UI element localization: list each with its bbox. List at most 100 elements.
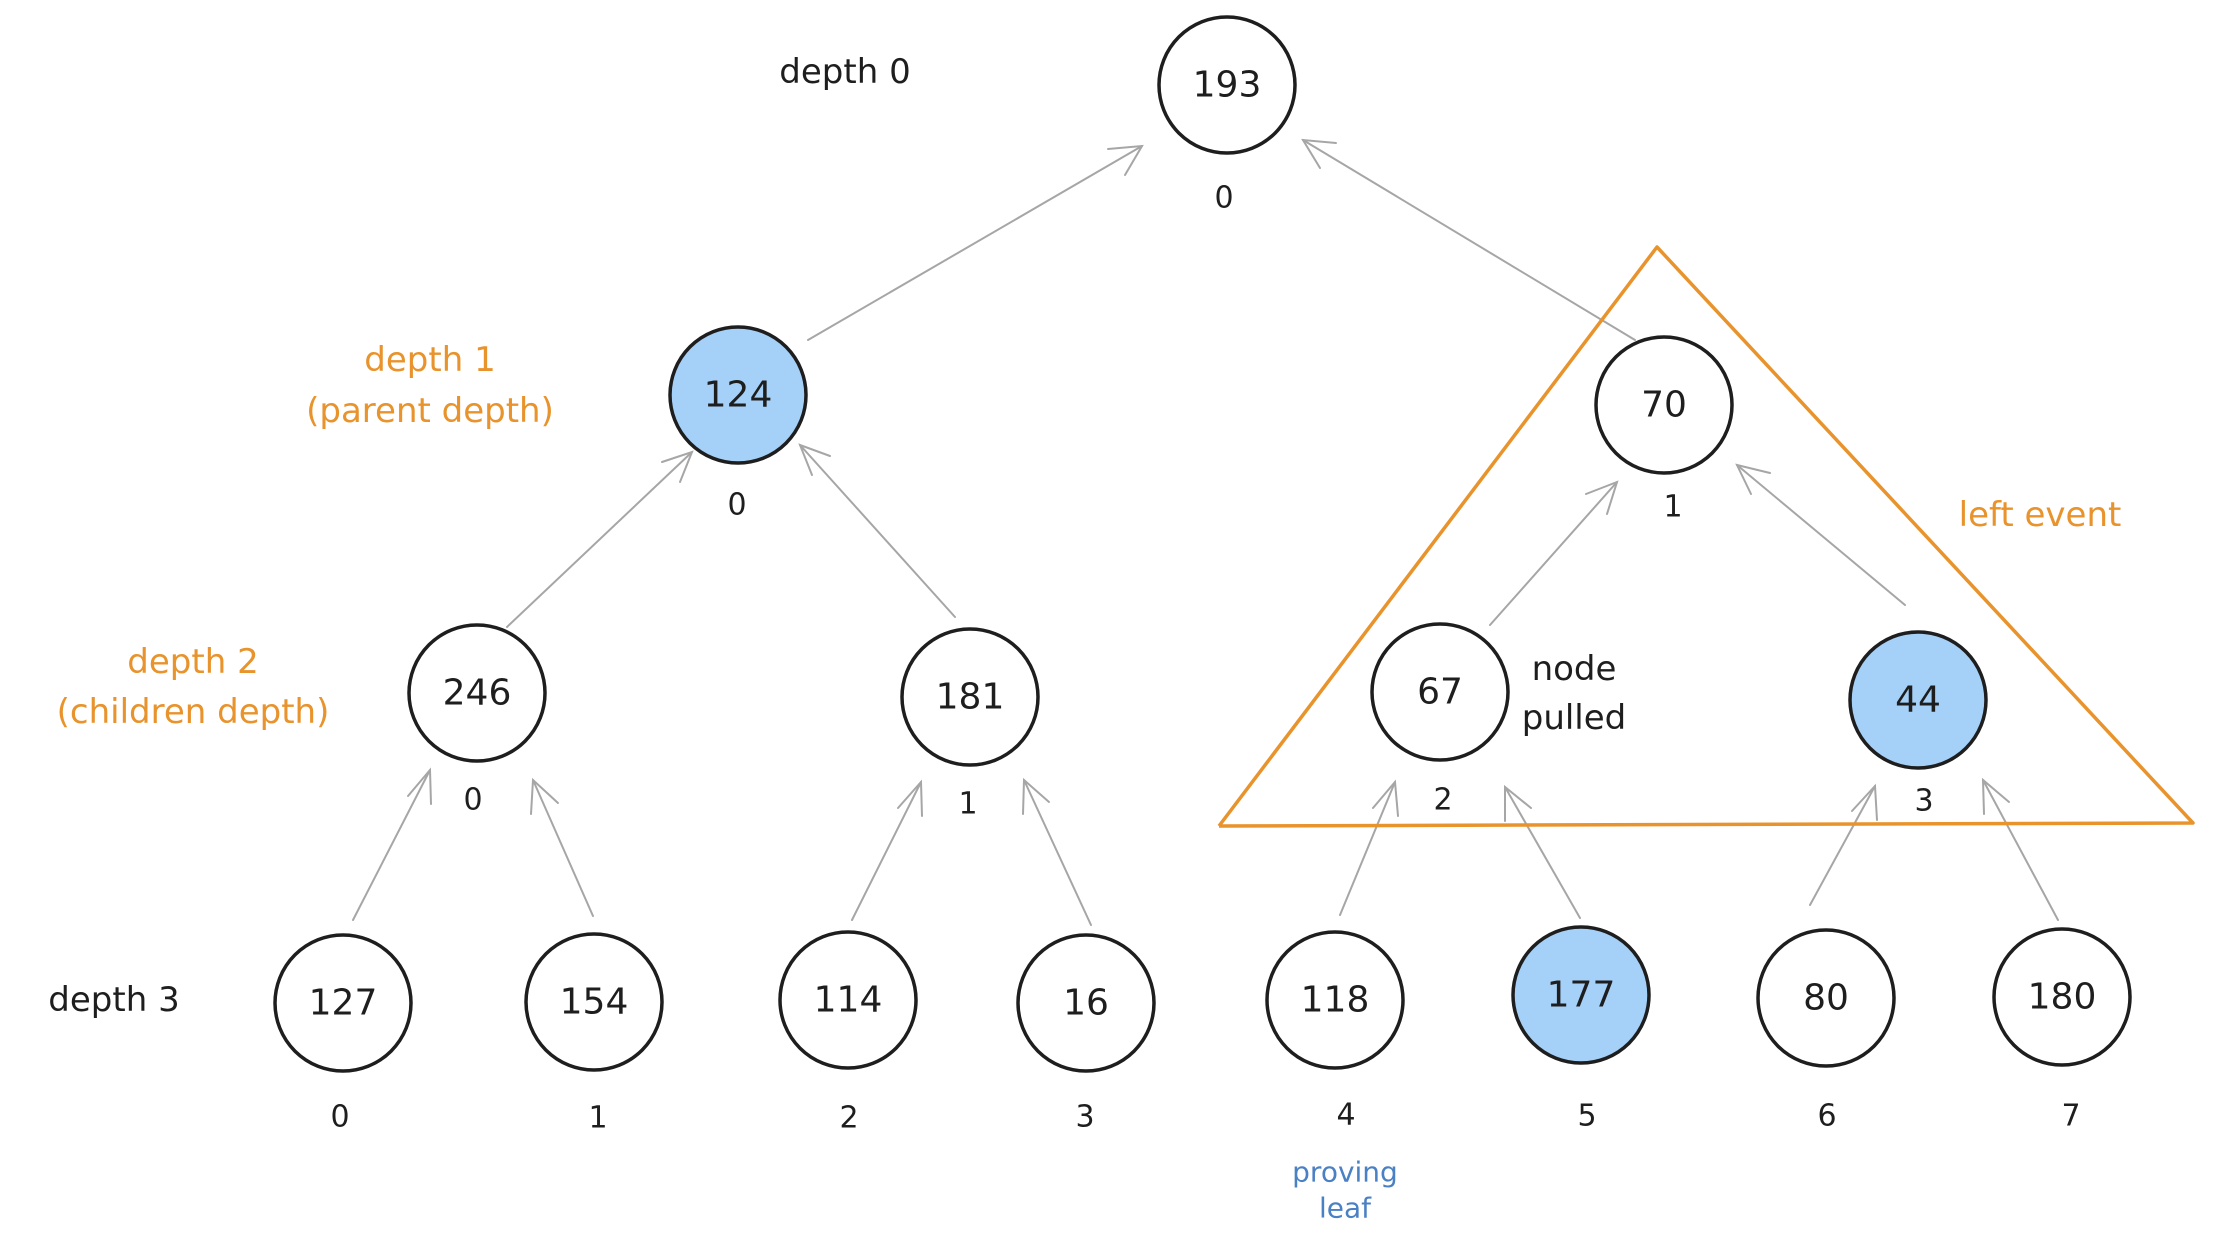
proving-leaf-label: proving [1292,1156,1398,1189]
arrowhead-16-to-181 [1022,777,1050,815]
node-pulled-label: node [1532,649,1617,689]
node-index: 3 [1075,1100,1094,1135]
arrowhead-118-to-67 [1372,779,1399,817]
edge-80-to-44 [1809,785,1876,906]
edge-181-to-124 [799,444,956,618]
node-index: 7 [2061,1099,2080,1134]
edge-127-to-246 [352,769,431,921]
node-circle [900,627,1040,767]
tree-leaf-6: 80 6 [1756,928,1896,1134]
node-value: 127 [309,983,378,1024]
node-circle [1511,925,1651,1065]
depth-2-sublabel: (children depth) [57,692,330,732]
edge-118-to-67 [1339,781,1396,916]
tree-node-depth2-3: 44 3 [1848,630,1988,819]
node-index: 0 [330,1100,349,1135]
depth-1-label: depth 1 [364,340,495,380]
edge-180-to-44 [1982,779,2059,921]
node-index: 5 [1577,1099,1596,1134]
node-value: 177 [1547,975,1616,1016]
node-index: 2 [1433,783,1452,818]
node-circle [1016,933,1156,1073]
node-circle [1848,630,1988,770]
arrowhead-246-to-124 [661,450,694,483]
edge-177-to-67 [1504,786,1581,919]
tree-leaf-0: 127 0 [273,933,413,1135]
node-value: 114 [814,980,883,1021]
node-circle [407,623,547,763]
node-value: 16 [1063,983,1109,1024]
arrowhead-80-to-44 [1851,783,1878,821]
edge-16-to-181 [1023,779,1092,926]
tree-leaf-5: 177 5 [1511,925,1651,1134]
edge-44-to-70 [1736,464,1906,606]
arrowhead-70-to-193 [1301,138,1337,169]
edge-124-to-193 [807,145,1143,341]
node-index: 1 [588,1101,607,1136]
node-value: 181 [936,677,1005,718]
arrowhead-114-to-181 [897,779,923,817]
left-event-triangle [1217,245,2195,828]
tree-node-depth2-0: 246 0 [407,623,547,818]
arrowhead-124-to-193 [1107,144,1144,176]
node-index: 0 [463,783,482,818]
edge-70-to-193 [1302,139,1636,341]
node-pulled-sublabel: pulled [1522,698,1627,738]
node-value: 154 [560,982,629,1023]
node-circle [1594,335,1734,475]
node-index: 0 [1214,181,1233,216]
node-value: 70 [1641,385,1687,426]
edge-246-to-124 [506,451,693,628]
node-circle [778,930,918,1070]
node-index: 1 [958,787,977,822]
arrowhead-67-to-70 [1585,480,1619,515]
node-index: 6 [1817,1099,1836,1134]
tree-edges [352,138,2059,926]
node-index: 0 [727,488,746,523]
arrowhead-44-to-70 [1735,463,1771,495]
arrowhead-181-to-124 [798,443,831,476]
node-index: 4 [1336,1098,1355,1133]
node-index: 1 [1663,490,1682,525]
tree-node-depth1-1: 70 1 [1594,335,1734,525]
depth-3-label: depth 3 [48,980,179,1020]
tree-node-depth2-2: 67 2 [1370,622,1510,818]
left-event-label: left event [1959,495,2122,535]
node-value: 44 [1895,680,1941,721]
node-index: 3 [1914,784,1933,819]
edge-154-to-246 [532,779,594,917]
edge-114-to-181 [851,781,922,921]
arrowhead-154-to-246 [530,777,559,815]
depth-1-sublabel: (parent depth) [306,391,554,431]
node-circle [1265,930,1405,1070]
node-value: 118 [1301,980,1370,1021]
node-circle [1756,928,1896,1068]
node-value: 124 [704,375,773,416]
node-value: 180 [2028,977,2097,1018]
node-circle [1370,622,1510,762]
depth-2-label: depth 2 [127,642,258,682]
edge-67-to-70 [1489,481,1618,626]
arrowhead-127-to-246 [407,767,432,805]
node-value: 193 [1193,65,1262,106]
node-value: 67 [1417,672,1463,713]
node-index: 2 [839,1101,858,1136]
arrowhead-177-to-67 [1504,784,1532,822]
proving-leaf-sublabel: leaf [1319,1192,1372,1225]
tree-node-depth1-0: 124 0 [668,325,808,523]
node-circle [1992,927,2132,1067]
node-value: 246 [443,673,512,714]
depth-0-label: depth 0 [779,52,910,92]
tree-leaf-3: 16 3 [1016,933,1156,1135]
tree-leaf-1: 154 1 [524,932,664,1136]
node-circle [668,325,808,465]
node-circle [1157,15,1297,155]
arrowhead-180-to-44 [1981,777,2010,815]
tree-leaf-2: 114 2 [778,930,918,1136]
tree-node-root: 193 0 [1157,15,1297,216]
node-circle [524,932,664,1072]
node-circle [273,933,413,1073]
tree-leaf-7: 180 7 [1992,927,2132,1134]
tree-node-depth2-1: 181 1 [900,627,1040,822]
